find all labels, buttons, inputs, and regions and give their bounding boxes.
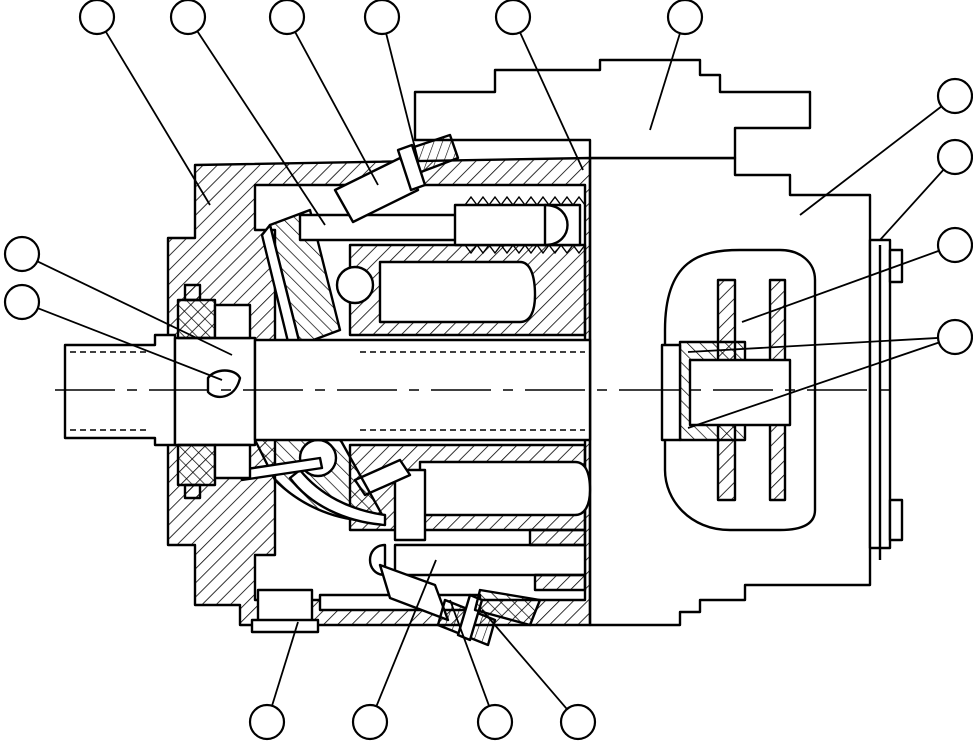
- bottom-adjusting-screw: [378, 563, 542, 647]
- callout-leader-16: [481, 609, 568, 710]
- callout-circle: [936, 77, 973, 115]
- callout-bubble-14: [351, 703, 389, 741]
- callout-circle: [559, 703, 597, 741]
- callout-bubble-3: [268, 0, 306, 36]
- callout-bubble-7: [936, 77, 973, 115]
- callout-leader-3: [294, 31, 379, 186]
- callout-leader-14: [375, 559, 437, 707]
- callout-circle: [936, 138, 973, 176]
- callout-bubble-2: [169, 0, 207, 36]
- callout-leader-2: [196, 30, 326, 226]
- lower-control: [368, 528, 587, 592]
- callout-bubble-13: [248, 703, 286, 741]
- callout-leader-11: [36, 260, 233, 356]
- callout-circle: [3, 235, 41, 273]
- callout-bubble-10: [936, 318, 973, 356]
- rear-housing: [413, 58, 904, 627]
- callout-leader-10-1: [687, 337, 939, 353]
- callout-circle: [268, 0, 306, 36]
- callout-bubble-15: [476, 703, 514, 741]
- callout-leader-12: [37, 307, 223, 381]
- callout-bubble-5: [494, 0, 532, 36]
- callout-circle: [169, 0, 207, 36]
- drain-plug: [250, 588, 320, 634]
- callout-circle: [476, 703, 514, 741]
- callout-bubble-1: [78, 0, 116, 36]
- callout-circle: [936, 318, 973, 356]
- callout-circle: [494, 0, 532, 36]
- callout-leader-15: [449, 599, 490, 707]
- callout-bubble-11: [3, 235, 41, 273]
- callout-circle: [936, 226, 973, 264]
- callout-leader-4: [385, 33, 419, 161]
- callout-bubble-12: [3, 283, 41, 321]
- callout-leader-6: [649, 32, 681, 131]
- callout-leader-5: [519, 32, 584, 171]
- callout-circle: [78, 0, 116, 36]
- callout-bubble-4: [363, 0, 401, 36]
- callout-circle: [666, 0, 704, 36]
- callout-bubble-16: [559, 703, 597, 741]
- callout-leader-13: [271, 621, 299, 707]
- callout-bubble-8: [936, 138, 973, 176]
- callout-leader-10-2: [687, 341, 940, 429]
- callout-leaders: [36, 30, 945, 710]
- drive-shaft: [63, 283, 592, 500]
- callout-circle: [248, 703, 286, 741]
- upper-control: [298, 195, 586, 255]
- callout-bubble-9: [936, 226, 973, 264]
- callout-leader-7: [799, 105, 943, 216]
- callout-leader-9: [741, 249, 940, 323]
- callout-bubble-6: [666, 0, 704, 36]
- callout-circle: [351, 703, 389, 741]
- callout-leader-8: [879, 169, 945, 241]
- callout-circle: [363, 0, 401, 36]
- top-adjusting-screw: [333, 133, 460, 224]
- callout-circle: [3, 283, 41, 321]
- callout-bubbles: [3, 0, 973, 741]
- cylinder-block: [335, 243, 592, 542]
- callout-leader-1: [104, 31, 211, 206]
